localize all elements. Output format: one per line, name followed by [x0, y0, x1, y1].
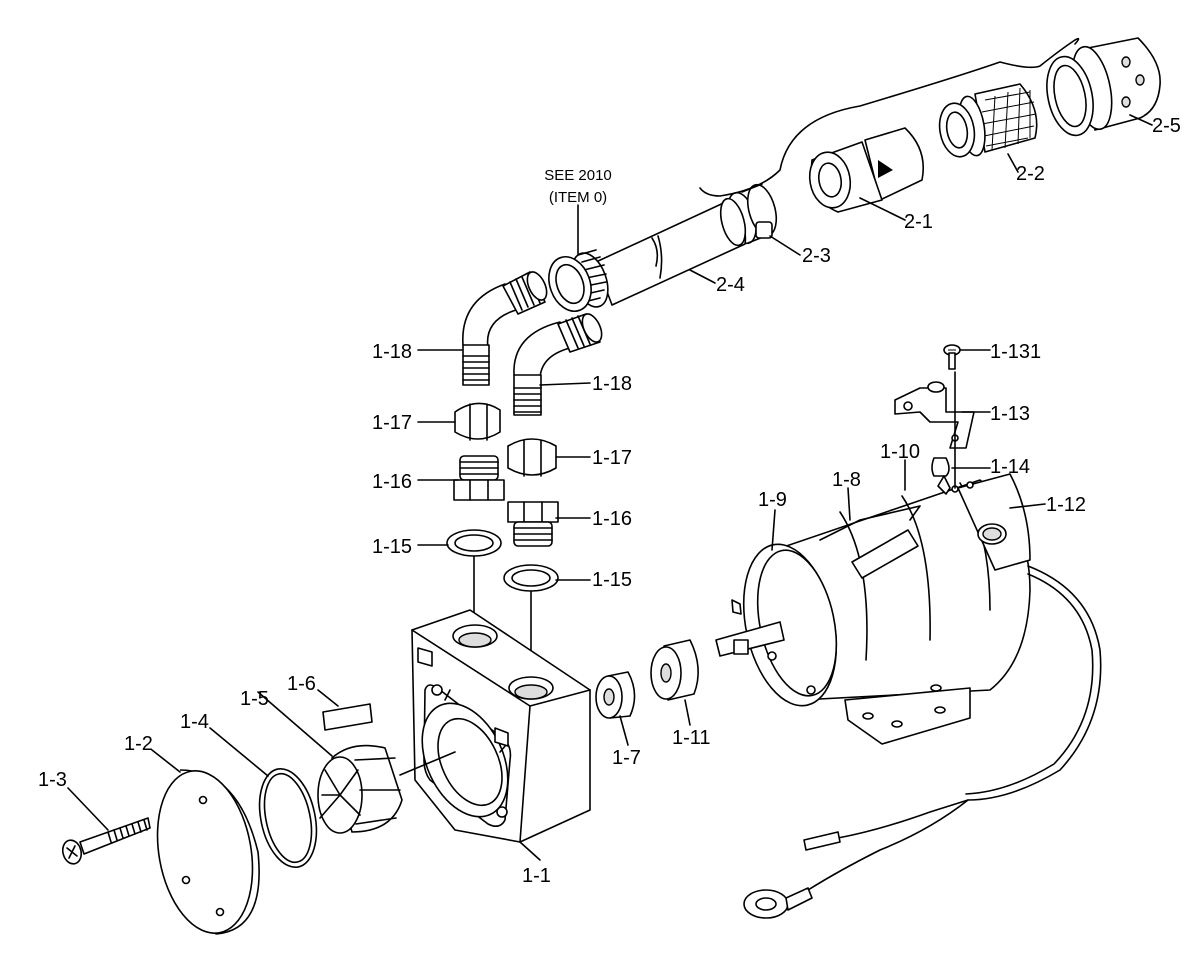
label-2-4: 2-4 [716, 274, 745, 296]
label-1-15-left: 1-15 [372, 536, 412, 558]
screw-1-3 [61, 817, 151, 865]
seal-1-11 [650, 639, 699, 701]
nipple-fitting-1-16-left [453, 455, 505, 501]
label-1-12: 1-12 [1046, 494, 1086, 516]
cable-clip-1-14 [931, 457, 951, 495]
label-1-15-right: 1-15 [592, 569, 632, 591]
label-1-14: 1-14 [990, 456, 1030, 478]
gasket-1-15-right [503, 564, 559, 592]
key-1-6 [322, 703, 373, 731]
label-2-5: 2-5 [1152, 115, 1181, 137]
suction-hose-2-4 [595, 197, 747, 306]
pump-body-1-1 [411, 609, 591, 843]
label-1-2: 1-2 [124, 733, 153, 755]
nut-1-17-left [454, 402, 501, 441]
reference-note-line2: (ITEM 0) [549, 189, 607, 206]
gasket-1-15-left [446, 529, 502, 557]
label-2-2: 2-2 [1016, 163, 1045, 185]
label-1-11: 1-11 [672, 727, 711, 749]
grounding-wire [699, 37, 1080, 197]
label-1-18-right: 1-18 [592, 373, 632, 395]
seal-1-7 [595, 671, 636, 719]
label-1-17-right: 1-17 [592, 447, 632, 469]
label-1-1: 1-1 [522, 865, 551, 887]
label-2-1: 2-1 [904, 211, 933, 233]
label-1-10: 1-10 [880, 441, 920, 463]
label-1-4: 1-4 [180, 711, 209, 733]
nipple-fitting-1-16-right [507, 501, 559, 547]
cover-plate-1-2 [156, 769, 260, 935]
o-ring-1-4 [258, 767, 318, 869]
motor-1-8 [715, 473, 1031, 745]
label-1-5: 1-5 [240, 688, 269, 710]
suction-strainer-tube-2-5 [1046, 37, 1161, 137]
elbow-fitting-1-18-left [462, 271, 548, 386]
label-1-16-left: 1-16 [372, 471, 412, 493]
label-2-3: 2-3 [802, 245, 831, 267]
label-1-18-left: 1-18 [372, 341, 412, 363]
bracket-1-13 [894, 381, 975, 449]
label-1-8: 1-8 [832, 469, 861, 491]
shaft-centerline-pump [399, 751, 456, 776]
label-1-13: 1-13 [990, 403, 1030, 425]
reference-note-line1: SEE 2010 [544, 167, 612, 184]
grounding-cable [743, 565, 1102, 919]
leader-lines [67, 114, 1153, 861]
hose-adapter-see-2010 [548, 249, 609, 312]
label-1-16-right: 1-16 [592, 508, 632, 530]
screw-1-131 [943, 344, 961, 370]
strainer-2-2 [938, 83, 1038, 158]
label-1-17-left: 1-17 [372, 412, 412, 434]
check-valve-2-1 [808, 127, 924, 213]
impeller-1-5 [317, 744, 403, 834]
label-1-7: 1-7 [612, 747, 641, 769]
label-1-6: 1-6 [287, 673, 316, 695]
label-1-3: 1-3 [38, 769, 67, 791]
label-1-9: 1-9 [758, 489, 787, 511]
elbow-fitting-1-18-right [513, 313, 603, 416]
label-1-131: 1-131 [990, 341, 1041, 363]
nut-1-17-right [507, 438, 557, 477]
